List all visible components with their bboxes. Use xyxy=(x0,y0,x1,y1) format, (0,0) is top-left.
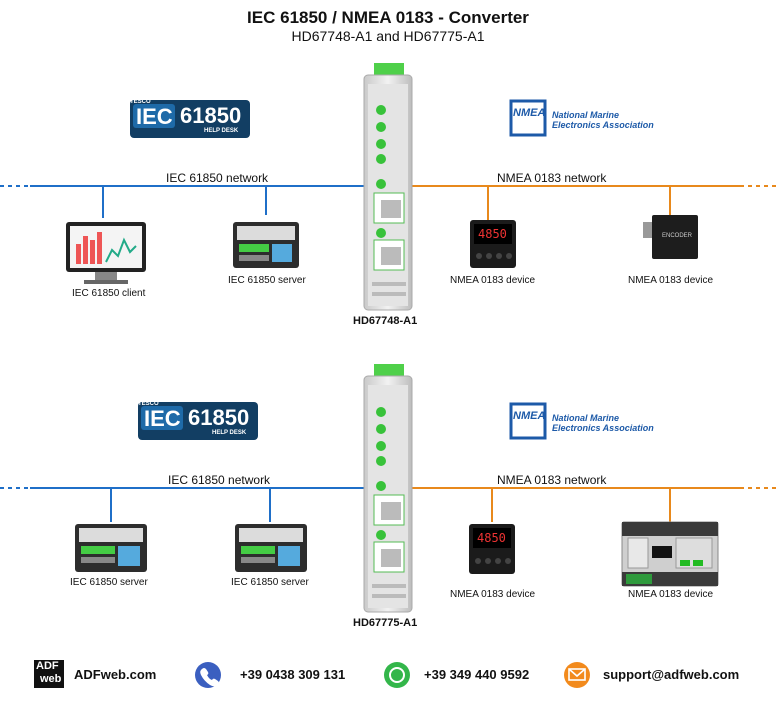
nmea-logo xyxy=(509,99,547,137)
footer-website-link[interactable]: ADFweb.com xyxy=(74,667,157,682)
page-subtitle: HD67748-A1 and HD67775-A1 xyxy=(291,28,485,44)
iec-logo-prefix: TESCO xyxy=(130,99,151,105)
iec-server-icon-1 xyxy=(75,524,147,572)
nmea-logo-2 xyxy=(509,402,547,440)
footer-whatsapp[interactable]: +39 349 440 9592 xyxy=(424,667,530,682)
converter-hd67775 xyxy=(363,364,413,613)
iec-server-label-2: IEC 61850 server xyxy=(231,577,309,588)
nmea-logo-letters-2: NMEA xyxy=(513,410,546,422)
nmea-logo-letters: NMEA xyxy=(513,107,546,119)
nmea-device-label-1: NMEA 0183 device xyxy=(450,275,536,286)
iec-server-icon-2 xyxy=(235,524,307,572)
iec-logo-text-2: IEC xyxy=(144,406,181,431)
nmea-logo-line2: Electronics Association xyxy=(552,120,654,130)
iec-client-monitor-icon xyxy=(66,222,146,284)
nmea-network-label: NMEA 0183 network xyxy=(497,171,607,185)
iec-logo-helpdesk: HELP DESK xyxy=(204,128,239,134)
nmea-panel-meter-icon xyxy=(470,220,516,268)
iec-network-label-2: IEC 61850 network xyxy=(168,473,271,487)
adfweb-logo-bottom: web xyxy=(40,673,62,685)
nmea-network-label-2: NMEA 0183 network xyxy=(497,473,607,487)
encoder-label: ENCODER xyxy=(662,233,693,239)
encoder-icon xyxy=(643,215,698,259)
footer-phone[interactable]: +39 0438 309 131 xyxy=(240,667,346,682)
iec-server-label-1: IEC 61850 server xyxy=(70,577,148,588)
adfweb-logo-box xyxy=(34,660,64,688)
nmea-logo-line2-2: Electronics Association xyxy=(552,423,654,433)
panel-meter-readout-1: 4850 xyxy=(478,227,507,241)
nmea-device-label-2: NMEA 0183 device xyxy=(628,275,714,286)
iec-61850-logo xyxy=(130,100,250,138)
converter-label-top: HD67748-A1 xyxy=(353,315,418,327)
nmea-logo-line1-2: National Marine xyxy=(552,413,620,423)
iec-client-label: IEC 61850 client xyxy=(72,288,146,299)
iec-logo-text: IEC xyxy=(136,104,173,129)
top-section xyxy=(0,63,776,311)
plc-controller-icon xyxy=(621,521,719,587)
iec-logo-prefix-2: TESCO xyxy=(138,401,159,407)
iec-logo-number: 61850 xyxy=(180,103,242,128)
panel-meter-readout-2: 4850 xyxy=(477,531,506,545)
iec-network-label: IEC 61850 network xyxy=(166,171,269,185)
bottom-section xyxy=(0,364,776,613)
iec-logo-helpdesk-2: HELP DESK xyxy=(212,430,247,436)
converter-hd67748 xyxy=(363,63,413,311)
iec-61850-logo-2 xyxy=(138,402,258,440)
adfweb-logo-top: ADF xyxy=(36,660,59,672)
iec-server-icon xyxy=(233,222,299,268)
nmea-panel-meter-icon-2 xyxy=(469,524,515,574)
page-title: IEC 61850 / NMEA 0183 - Converter xyxy=(247,8,529,27)
iec-server-label: IEC 61850 server xyxy=(228,275,306,286)
footer-email[interactable]: support@adfweb.com xyxy=(603,667,740,682)
nmea-device-label-3: NMEA 0183 device xyxy=(450,589,536,600)
footer-icons xyxy=(34,660,590,688)
nmea-logo-line1: National Marine xyxy=(552,110,620,120)
converter-label-bottom: HD67775-A1 xyxy=(353,617,418,629)
iec-logo-number-2: 61850 xyxy=(188,405,250,430)
whatsapp-icon xyxy=(384,662,410,688)
nmea-device-label-4: NMEA 0183 device xyxy=(628,589,714,600)
